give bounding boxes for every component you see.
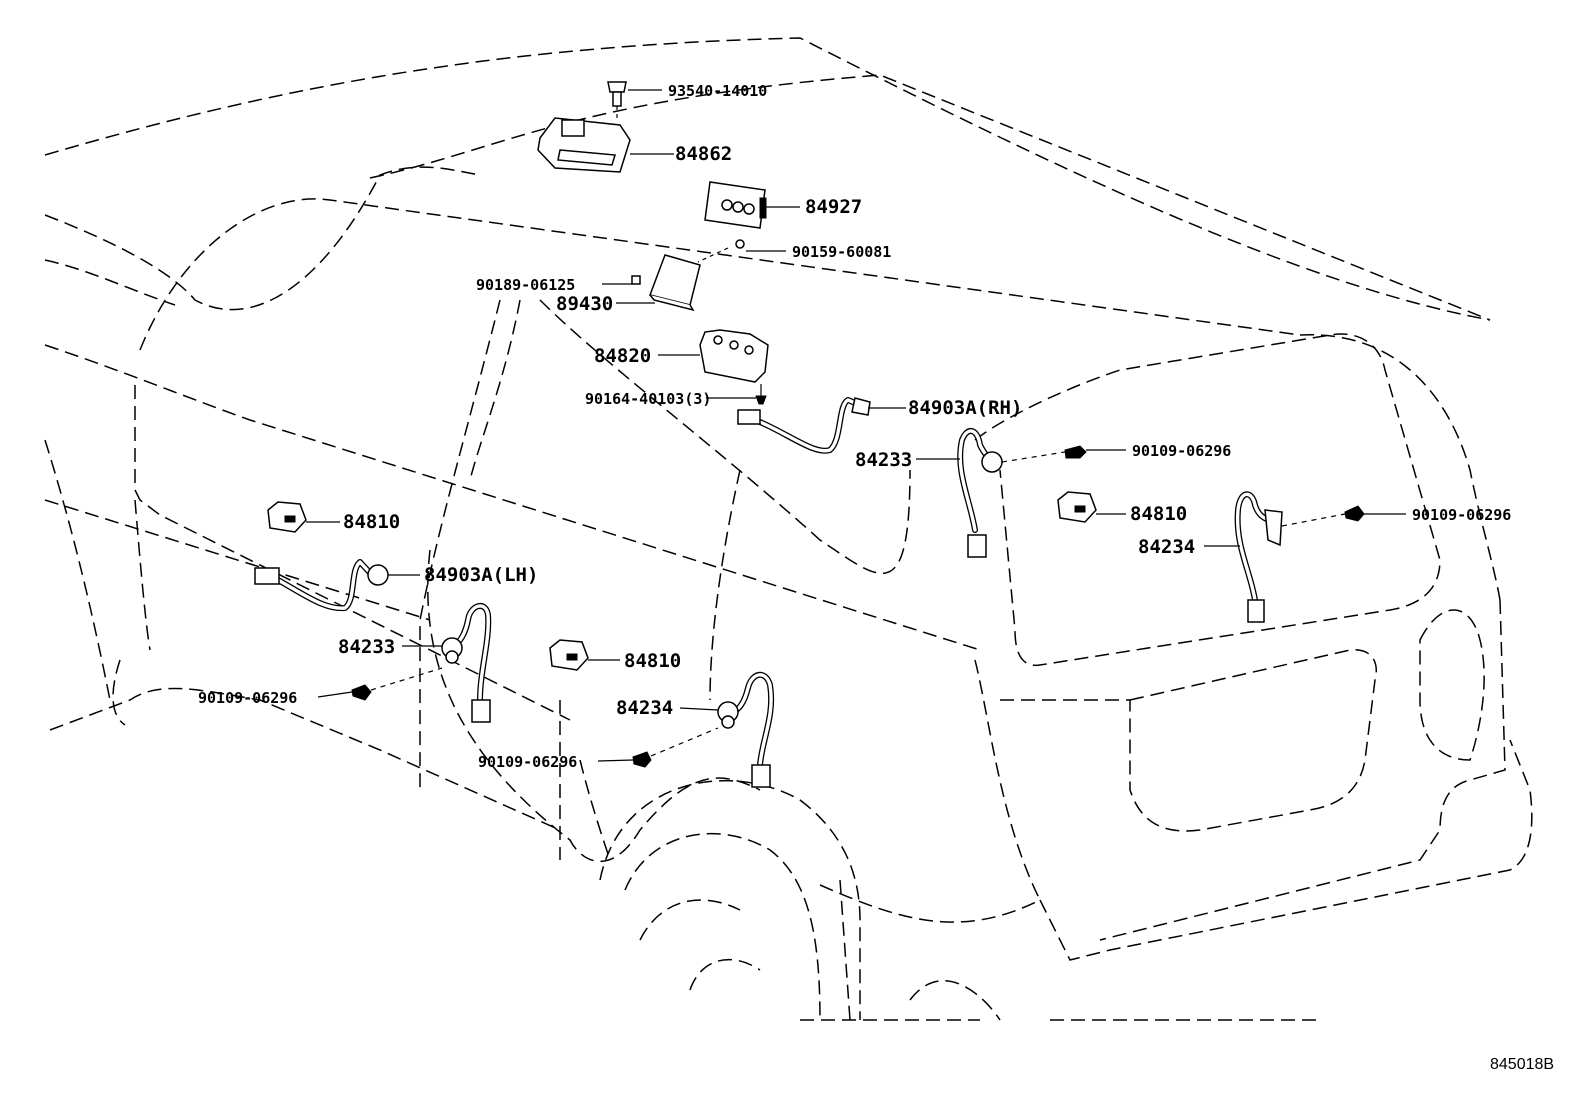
- clip-icon: [631, 275, 641, 285]
- bolt-icon: [351, 445, 1365, 768]
- tapping-screw-icon: [755, 384, 767, 405]
- window-switch-icon: [699, 329, 769, 383]
- vehicle-outline: [44, 37, 1533, 1021]
- label-84234-rh: 84234: [1138, 536, 1195, 558]
- lh-switch-icon: [267, 501, 307, 533]
- label-90189-06125: 90189-06125: [476, 276, 575, 294]
- part-labels: 93540-14010 84862 84927 90159-60081 9018…: [198, 82, 1511, 771]
- screw-icon: [607, 81, 627, 122]
- label-84234-lh: 84234: [616, 697, 673, 719]
- label-93540-14010: 93540-14010: [668, 82, 767, 100]
- label-90109-06296-a: 90109-06296: [1132, 442, 1231, 460]
- leader-lines: [306, 89, 1406, 762]
- label-84810-mid: 84810: [624, 650, 681, 672]
- label-84903A-RH: 84903A(RH): [908, 397, 1022, 419]
- label-84927: 84927: [805, 196, 862, 218]
- switch-panel-icon: [704, 181, 767, 229]
- label-84862: 84862: [675, 143, 732, 165]
- rh-wire-harness-icon: [737, 397, 871, 454]
- label-90109-06296-b: 90109-06296: [1412, 506, 1511, 524]
- mid-switch-icon: [549, 639, 589, 671]
- small-screw-icon: [697, 239, 745, 263]
- label-90109-06296-d: 90109-06296: [478, 753, 577, 771]
- sensor-module-icon: [649, 254, 701, 312]
- lh-wire-harness-icon: [254, 559, 389, 612]
- rh-switch-icon: [1057, 491, 1097, 523]
- label-89430: 89430: [556, 293, 613, 315]
- label-90164-40103: 90164-40103(3): [585, 390, 711, 408]
- rh-front-door-switch-icon: [957, 428, 1003, 558]
- label-84810-rh: 84810: [1130, 503, 1187, 525]
- control-module-icon: [537, 117, 631, 173]
- label-84903A-LH: 84903A(LH): [424, 564, 538, 586]
- rh-rear-door-switch-icon: [1234, 491, 1283, 623]
- label-84810-lh: 84810: [343, 511, 400, 533]
- lh-rear-door-switch-icon: [717, 671, 775, 788]
- lh-front-door-switch-icon: [441, 603, 492, 723]
- label-90109-06296-c: 90109-06296: [198, 689, 297, 707]
- diagram-code: 845018B: [1490, 1056, 1554, 1073]
- label-84233-lh: 84233: [338, 636, 395, 658]
- label-84820: 84820: [594, 345, 651, 367]
- label-90159-60081: 90159-60081: [792, 243, 891, 261]
- label-84233-rh: 84233: [855, 449, 912, 471]
